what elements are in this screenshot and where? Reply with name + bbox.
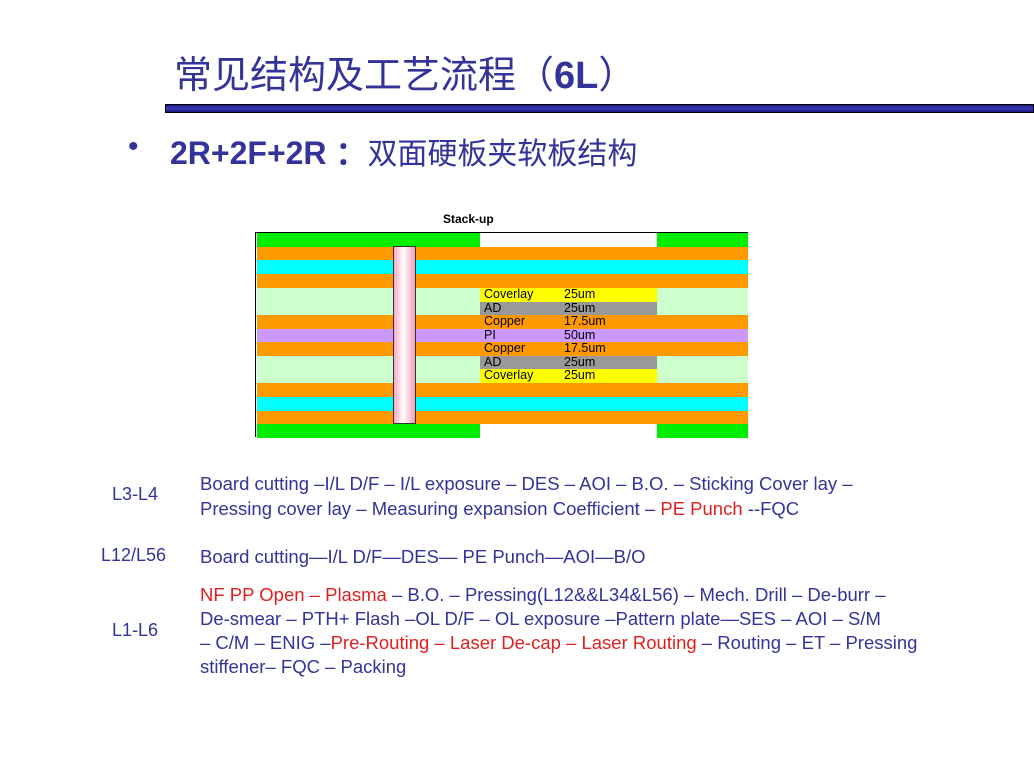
stackup-layer	[257, 397, 748, 411]
layer-name: Coverlay	[484, 287, 534, 301]
process-step: stiffener– FQC – Packing	[200, 656, 407, 677]
process-step: --FQC	[742, 498, 800, 519]
process-step-line: Board cutting—I/L D/F—DES— PE Punch—AOI—…	[200, 546, 646, 568]
process-layer-label: L12/L56	[101, 545, 167, 565]
title-layer-count: 6L	[554, 55, 599, 97]
process-step-line: De-smear – PTH+ Flash –OL D/F – OL expos…	[200, 608, 881, 630]
structure-description: 双面硬板夹软板结构	[367, 137, 638, 172]
stackup-layer	[257, 274, 748, 288]
process-step: – Routing – ET – Pressing	[696, 632, 918, 653]
structure-code: 2R+2F+2R	[170, 135, 327, 171]
process-step: De-smear – PTH+ Flash –OL D/F – OL expos…	[200, 608, 881, 629]
layer-thickness: 25um	[564, 354, 596, 369]
process-step-line: Pressing cover lay – Measuring expansion…	[200, 498, 799, 520]
process-layer-label: L1-L6	[112, 620, 159, 640]
stackup-title: Stack-up	[443, 212, 494, 226]
process-layer-label: L3-L4	[112, 484, 159, 504]
stackup-layer	[257, 411, 748, 424]
stackup-layer	[257, 247, 748, 260]
title-text: 常见结构及工艺流程（	[174, 53, 555, 97]
title-divider	[165, 104, 1034, 113]
process-step: Board cutting—I/L D/F—DES— PE Punch—AOI—…	[200, 546, 646, 567]
flex-layer-label: Copper 17.5um	[480, 314, 657, 329]
layer-name: AD	[484, 300, 502, 315]
layer-thickness: 25um	[564, 287, 596, 301]
flex-layer-label: AD 25um	[480, 300, 657, 315]
layer-name: Copper	[484, 341, 525, 355]
flex-layer-label: AD 25um	[480, 354, 657, 369]
highlighted-step: Pre-Routing – Laser De-cap – Laser Routi…	[330, 632, 697, 653]
flex-layer-label: Coverlay 25um	[480, 368, 657, 383]
subtitle: 2R+2F+2R ：双面硬板夹软板结构	[170, 128, 637, 174]
process-step: Pressing cover lay – Measuring expansion…	[200, 498, 661, 519]
page-title: 常见结构及工艺流程（6L）	[174, 44, 636, 99]
stackup-layer	[257, 233, 748, 247]
layer-name: Copper	[484, 314, 525, 328]
process-step: – C/M – ENIG –	[200, 632, 331, 653]
stackup-layer	[257, 260, 748, 274]
layer-thickness: 25um	[564, 300, 596, 315]
process-step: Board cutting –I/L D/F – I/L exposure – …	[200, 473, 853, 494]
process-step: – B.O. – Pressing(L12&&L34&L56) – Mech. …	[386, 584, 886, 605]
layer-thickness: 17.5um	[564, 341, 606, 355]
layer-thickness: 17.5um	[564, 314, 606, 328]
stackup-layer	[257, 383, 748, 397]
process-step-line: Board cutting –I/L D/F – I/L exposure – …	[200, 473, 853, 495]
plated-through-hole	[393, 246, 416, 424]
flex-layer-label: Coverlay 25um	[480, 287, 657, 302]
stackup-layer	[257, 424, 748, 438]
layer-thickness: 50um	[564, 327, 596, 342]
highlighted-step: PE Punch	[660, 498, 743, 519]
process-step-line: NF PP Open – Plasma – B.O. – Pressing(L1…	[200, 584, 886, 606]
layer-name: Coverlay	[484, 368, 534, 382]
process-step-line: stiffener– FQC – Packing	[200, 656, 406, 678]
flex-layer-label: PI 50um	[480, 327, 657, 342]
highlighted-step: NF PP Open – Plasma	[200, 584, 387, 605]
layer-thickness: 25um	[564, 368, 596, 382]
flex-layer-label: Copper 17.5um	[480, 341, 657, 356]
layer-name: PI	[484, 327, 496, 342]
title-paren: ）	[598, 53, 637, 97]
process-step-line: – C/M – ENIG –Pre-Routing – Laser De-cap…	[200, 632, 917, 654]
layer-name: AD	[484, 354, 502, 369]
bullet-icon: •	[128, 130, 139, 163]
subtitle-sep: ：	[335, 135, 368, 171]
